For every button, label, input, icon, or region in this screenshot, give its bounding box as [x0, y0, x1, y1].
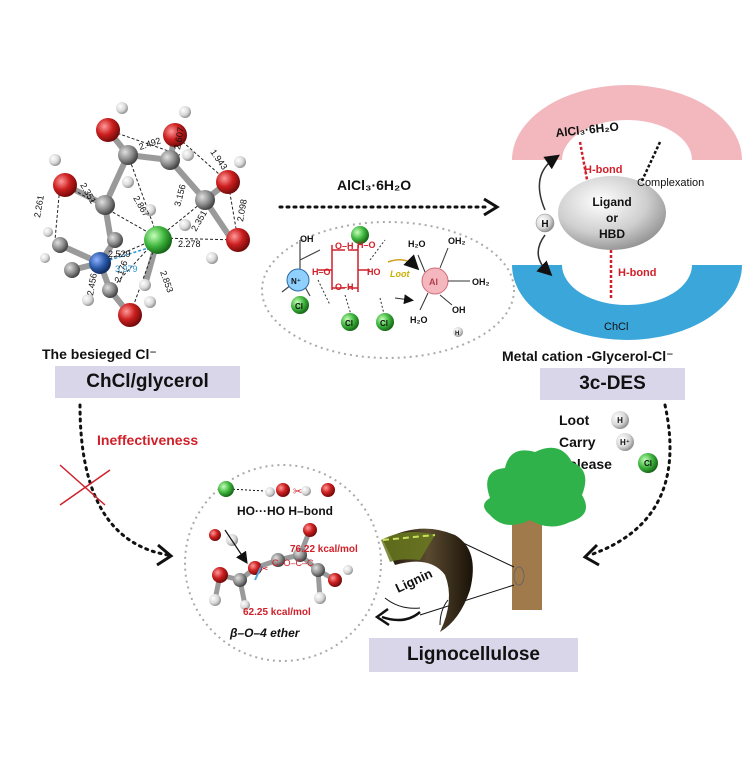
distance-label: 2.098	[235, 198, 249, 222]
energy-76: 76.22 kcal/mol	[290, 544, 358, 555]
distance-label: 3.979	[115, 264, 138, 274]
inset-label: Cl	[380, 319, 388, 328]
inset-label: OH₂	[472, 277, 490, 287]
lignocellulose-title: Lignocellulose	[369, 638, 578, 672]
beta-o-4-label: β–O–4 ether	[229, 626, 301, 640]
des-schematic	[512, 85, 742, 340]
action-loot: Loot	[559, 412, 590, 428]
action-list: Loot Carry Release H H⁺ Cl	[559, 411, 658, 473]
chcl-glycerol-molecule: 2.492 2.607 1.943 2.261 2.351 2.867 3.15…	[32, 102, 250, 327]
chcl-label: ChCl	[604, 321, 628, 333]
inset-label: H–O	[312, 267, 331, 277]
des-caption: Metal cation -Glycerol-Cl⁻	[502, 348, 674, 364]
action-carry: Carry	[559, 434, 596, 450]
inset-label: N⁺	[291, 277, 301, 286]
hbond-text: HO···HO H–bond	[237, 504, 333, 518]
ring-label: C–O–C–C	[272, 558, 314, 568]
hbond-bottom-label: H-bond	[618, 267, 656, 279]
des-to-lignocellulose-arrow	[582, 403, 672, 567]
scissor-icon: ✂	[293, 486, 302, 498]
distance-label: 2.351	[189, 208, 209, 233]
distance-label: 3.156	[172, 183, 187, 207]
ineffectiveness-label: Ineffectiveness	[97, 432, 198, 448]
distance-label: 2.529	[108, 249, 131, 259]
inset-label: OH	[300, 234, 314, 244]
inset-label: H₂O	[410, 315, 428, 325]
ether-cleavage-inset: ✂ ✂	[184, 464, 382, 662]
lignin-label: Lignin	[393, 566, 435, 596]
ineffective-arrow	[59, 403, 174, 567]
distance-label: 2.261	[32, 194, 46, 218]
inset-label: H–O	[357, 240, 376, 250]
interaction-inset: OH O–H H–O O–H H–O HO Loot H₂O OH₂ Al OH…	[261, 221, 515, 359]
h-symbol: H	[541, 219, 548, 230]
action-release-symbol: Cl	[644, 459, 652, 468]
distance-label: 1.943	[208, 147, 229, 171]
distance-label: 2.278	[178, 239, 201, 249]
scissor-icon: ✂	[260, 564, 268, 575]
inset-label: Cl	[295, 302, 303, 311]
ligand-label: Ligand	[592, 195, 631, 209]
inset-label: Al	[429, 277, 438, 287]
distance-label: 2.607	[172, 126, 186, 150]
inset-label: H₂O	[408, 239, 426, 249]
hbd-label: HBD	[599, 227, 625, 241]
energy-62: 62.25 kcal/mol	[243, 607, 311, 618]
inset-label: H	[455, 331, 459, 337]
top-process-arrow	[278, 197, 500, 217]
distance-label: 2.853	[158, 269, 175, 294]
inset-label: OH₂	[448, 236, 466, 246]
inset-label: O–H	[335, 282, 354, 292]
des-title: 3c-DES	[540, 368, 685, 400]
inset-label: OH	[452, 305, 466, 315]
besieged-cl-caption: The besieged Cl⁻	[42, 346, 157, 362]
alcl3-label: AlCl₃·6H₂O	[555, 119, 620, 140]
action-carry-symbol: H⁺	[620, 438, 630, 447]
lignin-to-inset-arrow	[374, 607, 421, 627]
action-loot-symbol: H	[617, 416, 623, 425]
distance-label: 2.492	[138, 135, 163, 151]
or-label: or	[606, 211, 618, 225]
complexation-label: Complexation	[637, 177, 704, 189]
inset-label: HO	[367, 267, 381, 277]
inset-label: O–H	[335, 241, 354, 251]
tree-illustration	[419, 447, 586, 616]
lignin-stem	[381, 528, 473, 632]
inset-label: Cl	[345, 319, 353, 328]
distance-label: 2.456	[85, 272, 99, 296]
hbond-top-label: H-bond	[584, 164, 622, 176]
inset-label: Loot	[390, 269, 410, 279]
chcl-glycerol-title: ChCl/glycerol	[55, 366, 240, 398]
top-arrow-label: AlCl₃·6H₂O	[337, 177, 412, 193]
